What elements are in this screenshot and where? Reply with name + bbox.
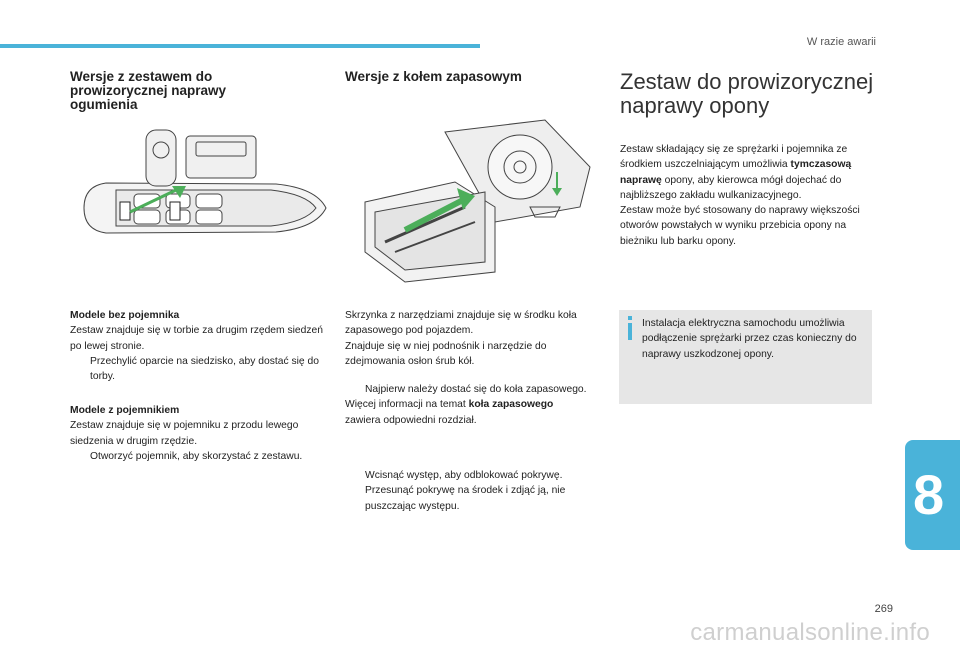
spare-wheel-steps: Wcisnąć występ, aby odblokować pokrywę. … bbox=[345, 468, 603, 514]
page-title: Zestaw do prowizorycznej naprawy opony bbox=[620, 69, 874, 118]
bullet-text: Przesunąć pokrywę na środek i zdjąć ją, … bbox=[365, 485, 566, 512]
block1-bullet: Przechylić oparcie na siedzisko, aby dos… bbox=[70, 354, 326, 385]
spare-wheel-bullets: Najpierw należy dostać się do koła zapas… bbox=[345, 382, 603, 428]
kit-para1-pre: Zestaw składający się ze sprężarki i poj… bbox=[620, 144, 848, 171]
more-info-post: zawiera odpowiedni rozdział. bbox=[345, 414, 477, 426]
spare-text1: Skrzynka z narzędziami znajduje się w śr… bbox=[345, 310, 577, 337]
bullet-text: Wcisnąć występ, aby odblokować pokrywę. bbox=[365, 470, 563, 481]
kit-para1-bold: tymczasową naprawę bbox=[620, 159, 852, 186]
spare-text2: Znajduje się w niej podnośnik i narzędzi… bbox=[345, 340, 547, 367]
car-interior-illustration bbox=[83, 129, 327, 234]
info-box: Instalacja elektryczna samochodu umożliw… bbox=[619, 310, 872, 404]
kit-para1: Zestaw składający się ze sprężarki i poj… bbox=[620, 142, 876, 203]
bullet-text: Przechylić oparcie na siedzisko, aby dos… bbox=[90, 355, 319, 383]
heading-spare-wheel: Wersje z kołem zapasowym bbox=[345, 69, 522, 84]
more-info-pre: Więcej informacji na temat bbox=[345, 399, 469, 411]
spare-more-info: Więcej informacji na temat koła zapasowe… bbox=[345, 397, 603, 428]
block2-bullet: Otworzyć pojemnik, aby skorzystać z zest… bbox=[70, 449, 326, 464]
header-accent-bar bbox=[0, 44, 480, 48]
watermark: carmanualsonline.info bbox=[690, 619, 930, 646]
kit-para1-post: opony, aby kierowca mógł dojechać do naj… bbox=[620, 174, 842, 201]
toolbox-illustration bbox=[364, 119, 591, 283]
chapter-tab: 8 bbox=[905, 440, 960, 550]
spare-bullet2: Wcisnąć występ, aby odblokować pokrywę. bbox=[345, 468, 603, 483]
bullet-text: Otworzyć pojemnik, aby skorzystać z zest… bbox=[90, 450, 303, 462]
block-with-container: Modele z pojemnikiem Zestaw znajduje się… bbox=[70, 403, 326, 464]
block1-title: Modele bez pojemnika bbox=[70, 310, 180, 321]
more-info-bold: koła zapasowego bbox=[468, 399, 554, 411]
block1-text: Zestaw znajduje się w torbie za drugim r… bbox=[70, 325, 323, 352]
info-text: Instalacja elektryczna samochodu umożliw… bbox=[642, 318, 857, 360]
spare-bullet3: Przesunąć pokrywę na środek i zdjąć ją, … bbox=[345, 483, 603, 514]
page-number: 269 bbox=[874, 603, 893, 615]
chapter-number: 8 bbox=[913, 463, 945, 526]
block2-title: Modele z pojemnikiem bbox=[70, 405, 180, 416]
section-title: W razie awarii bbox=[806, 36, 876, 48]
spare-bullet1: Najpierw należy dostać się do koła zapas… bbox=[345, 382, 603, 397]
kit-para2: Zestaw może być stosowany do naprawy wię… bbox=[620, 205, 860, 247]
block2-text: Zestaw znajduje się w pojemniku z przodu… bbox=[70, 420, 299, 447]
kit-description: Zestaw składający się ze sprężarki i poj… bbox=[620, 142, 876, 249]
spare-wheel-text: Skrzynka z narzędziami znajduje się w śr… bbox=[345, 308, 603, 369]
block-without-container: Modele bez pojemnika Zestaw znajduje się… bbox=[70, 308, 326, 384]
info-icon bbox=[628, 316, 632, 340]
heading-compressor-kit: Wersje z zestawem do prowizorycznej napr… bbox=[70, 69, 227, 112]
bullet-text: Najpierw należy dostać się do koła zapas… bbox=[365, 384, 587, 395]
